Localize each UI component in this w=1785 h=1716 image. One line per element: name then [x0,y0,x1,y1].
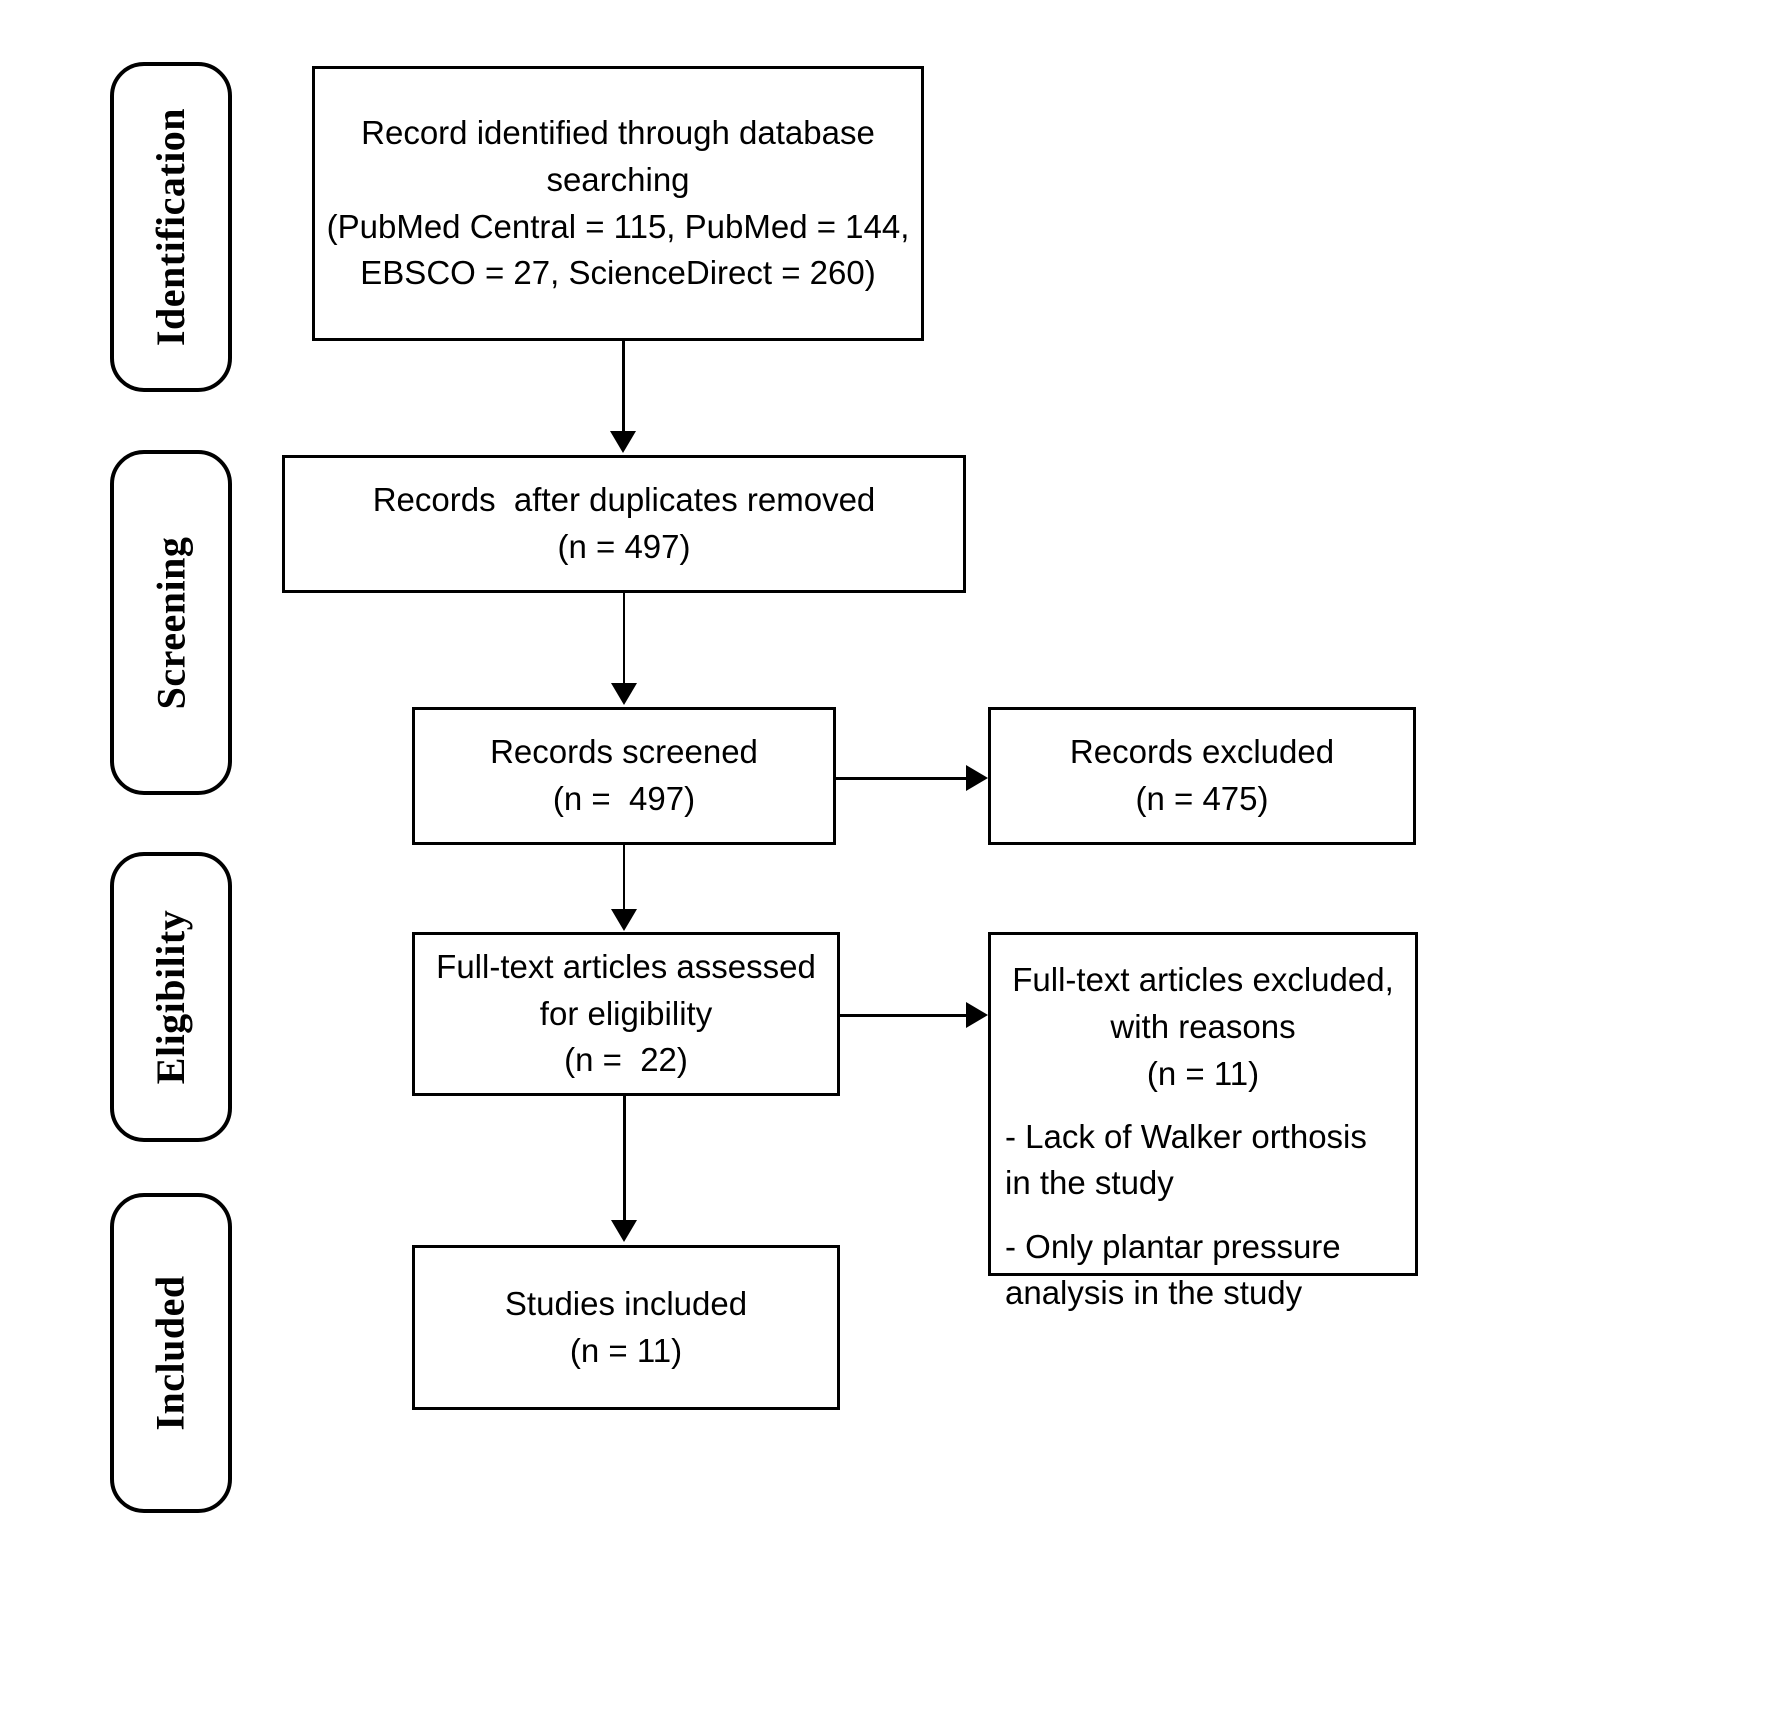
exclusion-reason-item: - Lack of Walker orthosis in the study [1005,1117,1367,1201]
box-fulltext-assessed-line-1: Full-text articles assessed [436,947,816,985]
box-fulltext-assessed-line-3: (n = 22) [564,1041,688,1079]
box-fulltext-excluded-line-3: (n = 11) [1146,1054,1260,1092]
arrow-identified-to-duplicates-head [610,431,636,453]
arrow-fulltext-to-included-head [611,1220,637,1242]
box-records-identified-line-3: (PubMed Central = 115, PubMed = 144, [326,207,910,245]
arrow-fulltext-to-excluded-head [966,1002,988,1028]
arrow-screened-to-excluded [836,777,968,780]
stage-label-included: Included [110,1193,232,1513]
stage-label-eligibility: Eligibility [110,852,232,1142]
box-records-excluded-line-2: (n = 475) [1135,780,1269,817]
box-fulltext-assessed-line-2: for eligibility [539,994,713,1032]
arrow-identified-to-duplicates [622,341,625,433]
box-duplicates-removed: Records after duplicates removed (n = 49… [282,455,966,593]
box-studies-included-line-1: Studies included [504,1284,748,1322]
arrow-screened-to-fulltext [623,845,625,911]
exclusion-reasons-list: - Lack of Walker orthosis in the study -… [1005,1114,1401,1335]
stage-label-screening-text: Screening [148,536,193,709]
box-records-identified-line-4: EBSCO = 27, ScienceDirect = 260) [360,254,876,292]
box-records-identified: Record identified through database searc… [312,66,924,341]
box-fulltext-excluded: Full-text articles excluded, with reason… [988,932,1418,1311]
box-records-excluded-line-1: Records excluded [1069,733,1335,771]
box-records-screened-line-1: Records screened [490,733,758,771]
stage-label-identification-text: Identification [148,107,193,347]
box-records-screened: Records screened (n = 497) [412,707,836,845]
box-studies-included: Studies included (n = 11) [412,1245,840,1410]
arrow-screened-to-fulltext-head [611,909,637,931]
stage-label-included-text: Included [148,1275,194,1431]
box-records-excluded: Records excluded (n = 475) [988,707,1416,845]
stage-label-eligibility-text: Eligibility [148,909,193,1085]
arrow-duplicates-to-screened [623,593,625,685]
box-fulltext-excluded-line-2: with reasons [1110,1007,1296,1045]
box-duplicates-removed-line-1: Records after duplicates removed [372,481,876,519]
arrow-duplicates-to-screened-head [611,683,637,705]
box-records-identified-line-2: searching [546,160,690,198]
arrow-fulltext-to-excluded [840,1014,968,1017]
arrow-fulltext-to-included [623,1096,626,1222]
box-fulltext-excluded-line-1: Full-text articles excluded, [1012,961,1394,998]
box-duplicates-removed-line-2: (n = 497) [557,528,691,565]
box-studies-included-line-2: (n = 11) [569,1331,683,1369]
stage-label-identification: Identification [110,62,232,392]
exclusion-reason-item: - Only plantar pressure analysis in the … [1005,1227,1341,1312]
arrow-screened-to-excluded-head [966,765,988,791]
box-fulltext-assessed: Full-text articles assessed for eligibil… [412,932,840,1096]
box-records-screened-line-2: (n = 497) [552,780,696,817]
stage-label-screening: Screening [110,450,232,795]
box-records-identified-line-1: Record identified through database [361,113,875,151]
